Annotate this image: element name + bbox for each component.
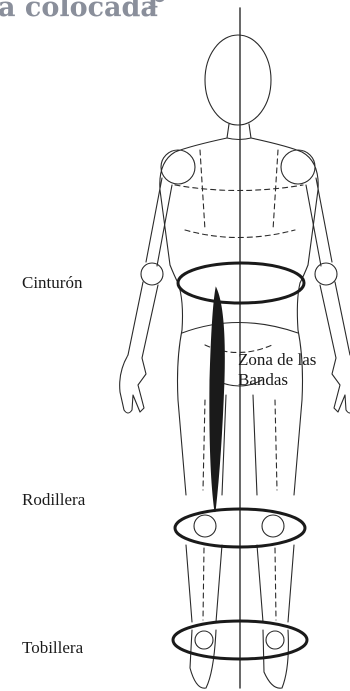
chest-line: [175, 185, 303, 191]
shoulder-joint-right: [281, 150, 315, 184]
head: [205, 35, 271, 125]
shin-right-inner: [257, 545, 263, 622]
forearm-right: [320, 282, 350, 358]
elbow-left: [141, 263, 163, 285]
torso-outline-right: [251, 138, 318, 283]
shin-dash-left: [203, 548, 204, 620]
chest-line-left: [200, 150, 205, 230]
foot-left: [190, 630, 216, 688]
ankle-joint-right: [266, 631, 284, 649]
shin-right-outer: [288, 545, 294, 622]
knee-joint-right: [262, 515, 284, 537]
thigh-right-outer: [294, 400, 302, 495]
thigh-dash-right: [275, 400, 277, 490]
band-zone-label-line1: Zona de las: [238, 350, 350, 370]
hand-left: [120, 355, 146, 413]
shin-left-inner: [216, 545, 222, 622]
ankle-label: Tobillera: [22, 638, 83, 658]
band-zone-label-line2: Bandas: [238, 370, 350, 390]
hip-left: [178, 330, 183, 400]
belt-ring: [178, 263, 304, 303]
ankle-joint-left: [195, 631, 213, 649]
knee-label: Rodillera: [22, 490, 85, 510]
thigh-left-outer: [178, 400, 186, 495]
band-zone-label: Zona de las Bandas: [238, 350, 350, 391]
belt-label: Cinturón: [22, 273, 82, 293]
shoulder-joint-left: [161, 150, 195, 184]
thigh-right-inner: [253, 395, 257, 495]
shin-dash-right: [275, 548, 276, 620]
chest-line-right: [273, 150, 278, 230]
shin-left-outer: [186, 545, 192, 622]
forearm-left: [128, 282, 158, 358]
thigh-dash-left: [203, 400, 205, 490]
neck-base: [227, 138, 251, 140]
elbow-right: [315, 263, 337, 285]
knee-joint-left: [194, 515, 216, 537]
foot-right: [263, 630, 288, 688]
neck: [227, 124, 251, 138]
